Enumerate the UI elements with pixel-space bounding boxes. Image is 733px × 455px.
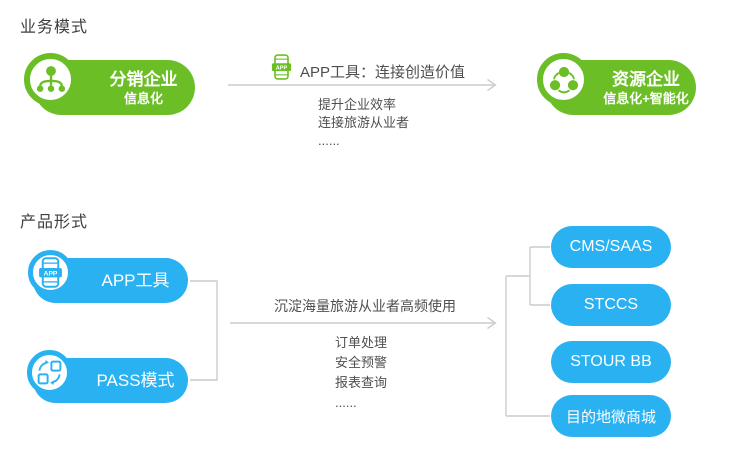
resource-node: 资源企业 信息化+智能化 (537, 53, 696, 123)
product-section-title: 产品形式 (20, 214, 89, 231)
node-subtitle: 信息化 (123, 90, 163, 106)
pass-mode-node-circle (27, 350, 72, 395)
pass-mode-node: PASS模式 (27, 350, 188, 408)
flow-point: 报表查询 (335, 375, 388, 390)
app-tool-node: APP工具 APP (28, 250, 188, 308)
node-subtitle: 信息化+智能化 (603, 90, 689, 106)
node-label: PASS模式 (96, 370, 175, 390)
hierarchy-icon (36, 65, 65, 92)
flow-point: 连接旅游从业者 (318, 115, 410, 130)
app-badge-icon-label: APP (276, 65, 288, 71)
left-bracket (190, 280, 218, 381)
flow-point: ...... (318, 133, 340, 148)
node-label: APP工具 (101, 270, 170, 290)
node-title: 分销企业 (109, 69, 178, 89)
output-pill-cms-saas: CMS/SAAS (551, 226, 671, 268)
product-flow-points: 订单处理 安全预警 报表查询 ...... (335, 333, 387, 413)
business-flow-arrow (228, 78, 497, 92)
flow-point: 安全预警 (335, 355, 388, 370)
product-flow-arrow (230, 316, 497, 330)
phone-app-icon: APP (39, 257, 62, 288)
flow-point: 订单处理 (335, 335, 388, 350)
product-flow-label: 沉淀海量旅游从业者高频使用 (274, 298, 456, 314)
swap-icon (37, 360, 62, 385)
distribution-node-circle (24, 53, 77, 106)
output-pill-destination-mall: 目的地微商城 (551, 395, 671, 437)
node-title: 资源企业 (612, 69, 680, 89)
distribution-node: 分销企业 信息化 (24, 53, 195, 123)
right-bracket (505, 246, 550, 417)
business-flow-points: 提升企业效率 连接旅游从业者 ...... (318, 96, 409, 150)
business-flow-label: APP工具：连接创造价值 (300, 64, 466, 81)
flow-point: ...... (335, 395, 357, 410)
phone-app-icon-label: APP (44, 270, 58, 277)
output-pill-stccs: STCCS (551, 284, 671, 326)
business-section-title: 业务模式 (20, 19, 89, 36)
resource-node-circle (537, 53, 590, 106)
network-icon (549, 66, 578, 93)
output-pill-stour-bb: STOUR BB (551, 341, 671, 383)
app-badge-icon: APP (271, 54, 292, 80)
app-tool-node-circle: APP (28, 250, 73, 295)
flow-point: 提升企业效率 (318, 97, 397, 112)
